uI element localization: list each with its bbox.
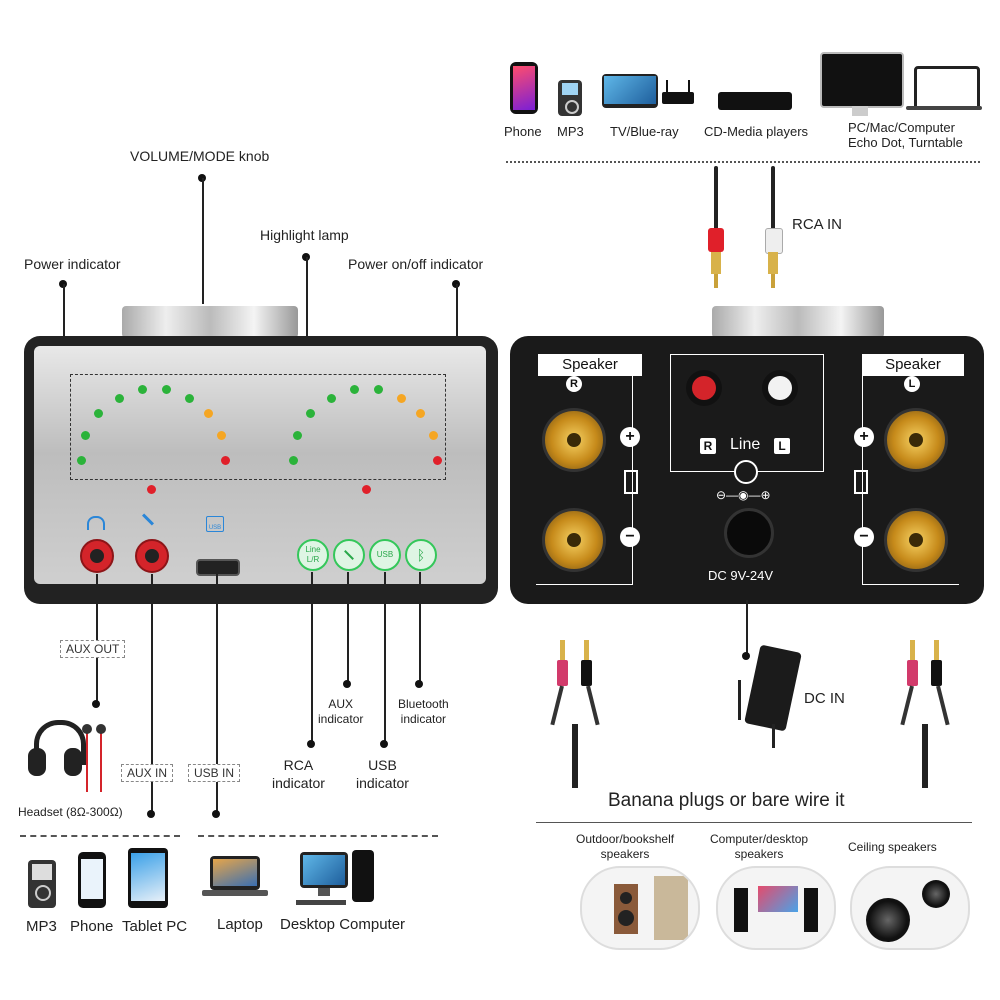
ceiling-speaker-image <box>850 866 970 950</box>
speaker-r-positive-post[interactable] <box>542 408 606 472</box>
highlight-lamp-frame <box>70 374 446 480</box>
speaker-l-title: Speaker <box>862 354 964 376</box>
volume-knob[interactable] <box>122 306 298 338</box>
usb-icon: USB <box>206 516 224 532</box>
usb-indicator-led: USB <box>369 539 401 571</box>
aux-indicator-label: AUX indicator <box>318 697 364 726</box>
banana-title: Banana plugs or bare wire it <box>608 790 845 811</box>
top-device-label-mp3: MP3 <box>557 124 584 139</box>
line-r-badge: R <box>700 438 716 454</box>
line-in-frame <box>670 354 824 472</box>
banana-underline <box>536 822 972 823</box>
dc-spec-label: DC 9V-24V <box>708 568 774 583</box>
rca-indicator-led: Line L/R <box>297 539 329 571</box>
aux-in-label: AUX IN <box>121 764 174 782</box>
line-l-badge: L <box>774 438 790 454</box>
speaker-l-minus-icon: − <box>854 527 874 547</box>
speaker-l-plus-icon: + <box>854 427 874 447</box>
device-label-desktop: Desktop Computer <box>280 916 406 933</box>
aux-indicator-led <box>333 539 365 571</box>
usb-indicator-label: USB indicator <box>356 757 409 791</box>
speaker-r-negative-post[interactable] <box>542 508 606 572</box>
top-device-label-cd: CD-Media players <box>704 124 809 139</box>
router-icon <box>662 92 694 104</box>
speaker-type-label-outdoor: Outdoor/bookshelf speakers <box>576 832 675 861</box>
top-device-label-phone: Phone <box>504 124 542 139</box>
speaker-r-icon <box>624 470 638 494</box>
line-indicator-led <box>734 460 758 484</box>
speaker-l-positive-post[interactable] <box>884 408 948 472</box>
device-label-mp3: MP3 <box>26 918 57 935</box>
top-separator <box>506 161 980 163</box>
speaker-r-frame <box>536 354 633 585</box>
speaker-r-title: Speaker <box>538 354 642 376</box>
bluetooth-indicator-led: ᛒ <box>405 539 437 571</box>
usb-port[interactable] <box>196 559 240 576</box>
bluetooth-indicator-label: Bluetooth indicator <box>398 697 449 726</box>
device-label-laptop: Laptop <box>217 916 263 933</box>
line-label: Line <box>730 436 761 453</box>
speaker-r-badge: R <box>566 376 582 392</box>
speaker-l-negative-post[interactable] <box>884 508 948 572</box>
aux-in-jack[interactable] <box>135 539 169 573</box>
power-onoff-label: Power on/off indicator <box>348 256 484 272</box>
speaker-type-label-desktop: Computer/desktop speakers <box>710 832 809 861</box>
headphone-icon <box>87 516 105 530</box>
top-device-label-pc: PC/Mac/Computer Echo Dot, Turntable <box>848 120 963 150</box>
outdoor-speaker-image <box>580 866 700 950</box>
bottom-left-separator-2 <box>198 835 438 837</box>
aux-out-jack[interactable] <box>80 539 114 573</box>
volume-knob-label: VOLUME/MODE knob <box>130 148 270 164</box>
rca-r-jack[interactable] <box>686 370 722 406</box>
device-label-tablet: Tablet PC <box>122 918 188 935</box>
speaker-r-minus-icon: − <box>620 527 640 547</box>
speaker-l-icon <box>854 470 868 494</box>
device-label-phone: Phone <box>70 918 114 935</box>
dc-in-label: DC IN <box>804 690 845 707</box>
aux-out-label: AUX OUT <box>60 640 126 658</box>
speaker-l-frame <box>862 354 959 585</box>
power-indicator-label: Power indicator <box>24 256 121 272</box>
dc-polarity-icon: ⊖—◉—⊕ <box>716 488 771 502</box>
power-indicator-led <box>147 485 156 494</box>
desktop-speaker-image <box>716 866 836 950</box>
headset-label: Headset (8Ω-300Ω) <box>18 805 123 819</box>
highlight-lamp-label: Highlight lamp <box>260 227 349 243</box>
power-onoff-led <box>362 485 371 494</box>
rca-indicator-label: RCA indicator <box>272 757 325 791</box>
rca-l-jack[interactable] <box>762 370 798 406</box>
bottom-left-separator-1 <box>20 835 180 837</box>
top-device-label-tv: TV/Blue-ray <box>610 124 679 139</box>
speaker-l-badge: L <box>904 376 920 392</box>
speaker-type-label-ceiling: Ceiling speakers <box>848 840 937 854</box>
rca-in-label: RCA IN <box>792 216 843 233</box>
speaker-r-plus-icon: + <box>620 427 640 447</box>
earphones-icon <box>86 728 88 792</box>
usb-in-label: USB IN <box>188 764 241 782</box>
dc-jack[interactable] <box>724 508 774 558</box>
back-knob <box>712 306 884 338</box>
